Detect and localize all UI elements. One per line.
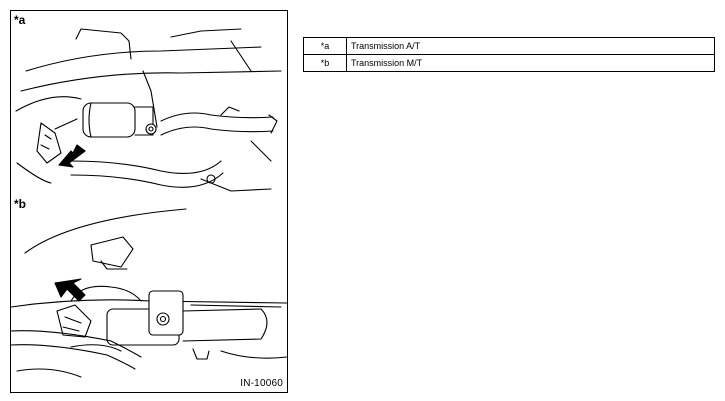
- legend-key: *b: [303, 54, 347, 72]
- legend-table: *a Transmission A/T *b Transmission M/T: [303, 37, 715, 72]
- figure-id: IN-10060: [240, 378, 283, 389]
- arrow-icon-b: [54, 278, 86, 302]
- panel-a-label: *a: [14, 13, 26, 27]
- legend-row: *a Transmission A/T: [303, 37, 715, 55]
- panel-b-label: *b: [14, 197, 26, 211]
- arrow-icon-a: [58, 144, 86, 168]
- legend-text: Transmission M/T: [346, 54, 715, 72]
- panel-b-drawing: [11, 208, 287, 378]
- engine-bay-illustration: [11, 28, 287, 378]
- illustration-frame: *a *b IN-10060: [10, 10, 288, 393]
- legend-key: *a: [303, 37, 347, 55]
- legend-row: *b Transmission M/T: [303, 54, 715, 72]
- legend-text: Transmission A/T: [346, 37, 715, 55]
- panel-a-drawing: [15, 28, 282, 192]
